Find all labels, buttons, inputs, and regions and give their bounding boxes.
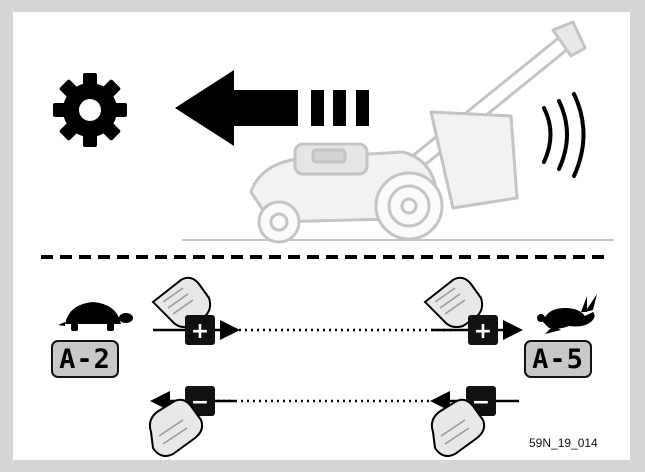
- display-fast: A-5: [524, 340, 592, 378]
- plus-press-left: +: [151, 276, 240, 345]
- minus-press-right: −: [430, 386, 519, 457]
- figure-code: 59N_19_014: [529, 436, 598, 450]
- plus-press-right: +: [423, 276, 523, 345]
- minus-press-left: −: [148, 386, 235, 457]
- lawn-mower-icon: [182, 20, 614, 244]
- minus-symbol: −: [191, 390, 209, 415]
- finger-press-icon: [151, 276, 212, 329]
- finger-press-icon: [430, 398, 486, 457]
- display-slow: A-2: [51, 340, 119, 378]
- minus-symbol: −: [472, 390, 490, 415]
- finger-press-icon: [423, 276, 484, 329]
- rabbit-icon: [537, 294, 597, 334]
- sound-waves-icon: [542, 92, 586, 178]
- plus-symbol: +: [474, 319, 492, 344]
- gear-icon: [53, 73, 127, 147]
- finger-press-icon: [148, 398, 204, 457]
- instruction-panel: + + − −: [13, 12, 630, 460]
- turtle-icon: [58, 302, 133, 331]
- diagram-canvas: + + − −: [41, 20, 614, 457]
- plus-symbol: +: [191, 319, 209, 344]
- left-arrow-icon: [175, 70, 369, 146]
